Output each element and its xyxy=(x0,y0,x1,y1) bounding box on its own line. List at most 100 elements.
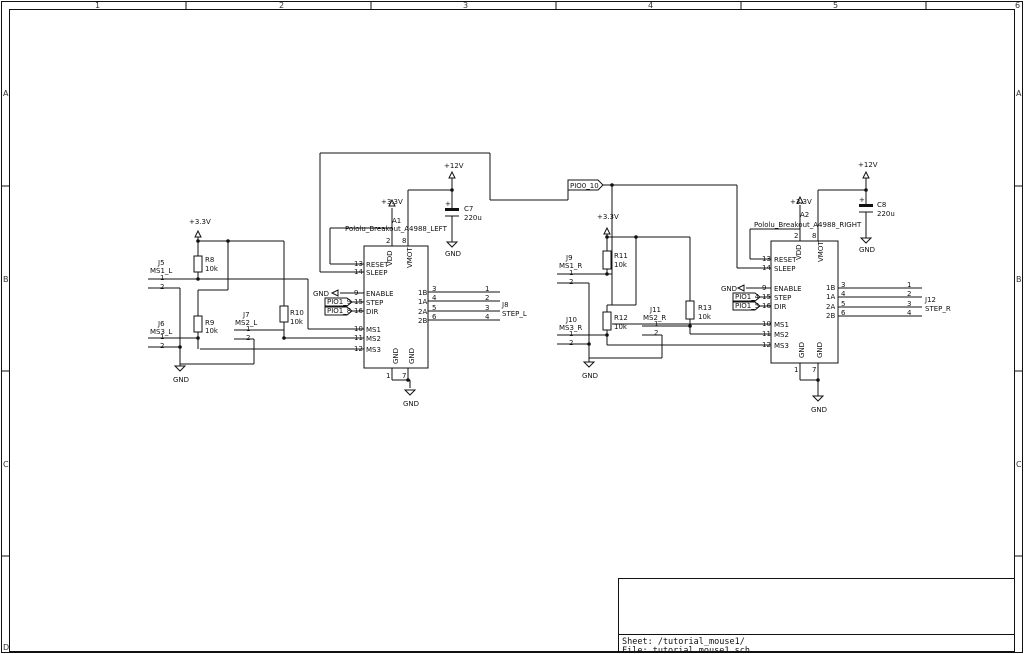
svg-text:10k: 10k xyxy=(614,261,628,269)
svg-text:MS2: MS2 xyxy=(774,331,789,339)
left-driver-ref: A1 xyxy=(392,217,401,225)
svg-text:1: 1 xyxy=(654,320,658,328)
svg-text:VMOT: VMOT xyxy=(817,241,825,262)
svg-text:DIR: DIR xyxy=(366,308,378,316)
left-resistor-r9 xyxy=(193,315,203,333)
svg-text:MS1_R: MS1_R xyxy=(559,262,582,270)
svg-text:PIO1_9: PIO1_9 xyxy=(327,298,351,306)
right-connector-j12: 1 2 3 4 J12 STEP_R xyxy=(907,281,951,317)
svg-text:STEP_L: STEP_L xyxy=(502,310,527,318)
svg-text:1: 1 xyxy=(485,285,489,293)
svg-text:2: 2 xyxy=(569,339,573,347)
svg-text:3: 3 xyxy=(485,304,489,312)
left-pin-vdd-name: VDD xyxy=(386,250,394,266)
svg-text:15: 15 xyxy=(354,298,363,306)
left-driver-a1 xyxy=(363,245,429,369)
svg-text:J5: J5 xyxy=(157,259,165,267)
svg-text:4: 4 xyxy=(841,290,846,298)
left-jumper-j7: J7 MS2_L 1 2 xyxy=(180,311,284,365)
left-pin-vmot-name: VMOT xyxy=(406,247,414,268)
svg-text:4: 4 xyxy=(907,309,912,317)
svg-text:PIO1_8: PIO1_8 xyxy=(327,307,351,315)
svg-text:4: 4 xyxy=(432,294,437,302)
svg-text:PIO1_4: PIO1_4 xyxy=(735,293,760,301)
left-step-label xyxy=(324,297,353,307)
svg-text:1: 1 xyxy=(160,274,164,282)
svg-text:15: 15 xyxy=(762,293,771,301)
row-label-c-right: C xyxy=(1016,460,1022,469)
col-label-4: 4 xyxy=(648,1,653,10)
svg-text:5: 5 xyxy=(841,300,845,308)
svg-text:2B: 2B xyxy=(826,312,835,320)
svg-text:16: 16 xyxy=(762,302,771,310)
svg-text:+: + xyxy=(859,196,865,204)
right-driver-right-pins: 3 4 5 6 1B 1A 2A 2B xyxy=(826,281,922,320)
svg-text:MS3: MS3 xyxy=(366,346,381,354)
svg-text:16: 16 xyxy=(354,307,363,315)
svg-text:R10: R10 xyxy=(290,309,304,317)
row-label-a: A xyxy=(3,89,9,98)
col-label-3: 3 xyxy=(463,1,468,10)
svg-text:GND: GND xyxy=(408,348,416,364)
title-block: Sheet: /tutorial_mouse1/ File: tutorial_… xyxy=(618,578,1015,654)
svg-text:1A: 1A xyxy=(826,293,835,301)
svg-text:SLEEP: SLEEP xyxy=(366,269,387,277)
right-jumpers-gnd: GND xyxy=(582,372,598,380)
svg-text:10k: 10k xyxy=(698,313,712,321)
svg-text:GND: GND xyxy=(392,348,400,364)
svg-text:STEP: STEP xyxy=(774,294,791,302)
svg-text:3: 3 xyxy=(907,300,911,308)
svg-text:R12: R12 xyxy=(614,314,628,322)
svg-text:12: 12 xyxy=(354,345,363,353)
svg-text:11: 11 xyxy=(354,334,363,342)
svg-text:R11: R11 xyxy=(614,252,628,260)
svg-text:R9: R9 xyxy=(205,319,214,327)
svg-text:3: 3 xyxy=(432,285,436,293)
row-label-a-right: A xyxy=(1016,89,1022,98)
svg-text:J8: J8 xyxy=(501,301,509,309)
svg-text:MS2_R: MS2_R xyxy=(643,314,666,322)
col-label-5: 5 xyxy=(833,1,838,10)
right-dir-label xyxy=(732,301,761,311)
svg-text:2A: 2A xyxy=(418,308,427,316)
svg-text:GND: GND xyxy=(816,342,824,358)
right-resistor-r12 xyxy=(602,311,612,331)
row-label-b: B xyxy=(3,275,9,284)
svg-text:PIO1_5: PIO1_5 xyxy=(735,302,759,310)
svg-text:13: 13 xyxy=(354,260,363,268)
svg-text:GND: GND xyxy=(798,342,806,358)
svg-text:+: + xyxy=(445,200,451,208)
right-cap-value: 220u xyxy=(877,210,895,218)
col-label-6: 6 xyxy=(1015,1,1020,10)
right-driver-ref: A2 xyxy=(800,211,809,219)
left-enable-gnd: GND xyxy=(313,290,329,298)
svg-text:14: 14 xyxy=(762,264,771,272)
svg-text:STEP: STEP xyxy=(366,299,383,307)
left-jumpers-gnd: GND xyxy=(173,376,189,384)
col-label-1: 1 xyxy=(95,1,100,10)
svg-text:5: 5 xyxy=(432,304,436,312)
svg-text:R13: R13 xyxy=(698,304,712,312)
svg-text:2: 2 xyxy=(160,283,164,291)
row-label-b-right: B xyxy=(1016,275,1022,284)
svg-text:2: 2 xyxy=(160,342,164,350)
right-driver-left-pins: 13 14 9 15 16 10 11 12 RESET SLEEP ENABL… xyxy=(607,255,802,350)
left-dir-label xyxy=(324,306,353,316)
svg-text:SLEEP: SLEEP xyxy=(774,265,795,273)
left-12v-power: +12V xyxy=(444,162,464,170)
left-jumper-j5: J5 MS1_L 1 2 xyxy=(148,259,309,366)
svg-text:10: 10 xyxy=(762,320,771,328)
right-driver-a2 xyxy=(770,240,839,364)
svg-text:2: 2 xyxy=(794,232,798,240)
svg-text:J6: J6 xyxy=(157,320,165,328)
svg-text:1: 1 xyxy=(569,269,573,277)
svg-text:13: 13 xyxy=(762,255,771,263)
svg-text:MS1: MS1 xyxy=(774,321,789,329)
svg-text:2A: 2A xyxy=(826,303,835,311)
svg-text:10k: 10k xyxy=(614,323,628,331)
left-resistor-r8 xyxy=(193,255,203,273)
svg-text:1B: 1B xyxy=(826,284,835,292)
svg-text:STEP_R: STEP_R xyxy=(925,305,951,313)
svg-text:2: 2 xyxy=(246,334,250,342)
svg-text:J9: J9 xyxy=(565,254,573,262)
